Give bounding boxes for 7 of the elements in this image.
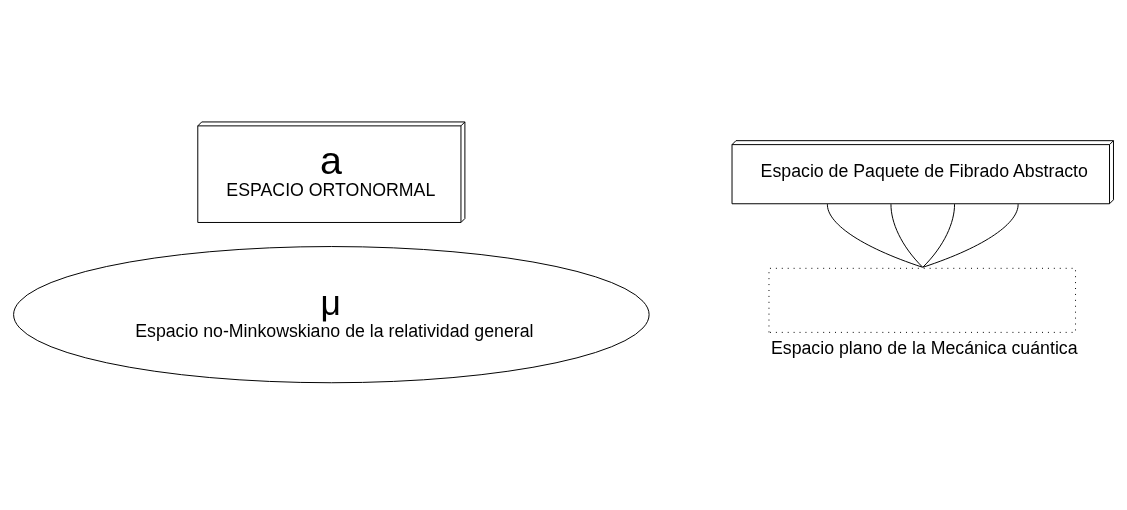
connector: [826, 203, 924, 268]
node-box: [768, 267, 1076, 333]
connector: [922, 203, 1019, 268]
node-ellipse: μ Espacio no-Minkowskiano de la relatividad general: [13, 245, 650, 383]
node-label: Espacio plano de la Mecánica cuántica: [770, 337, 1078, 358]
connector: [890, 203, 923, 268]
connector: [922, 203, 956, 268]
